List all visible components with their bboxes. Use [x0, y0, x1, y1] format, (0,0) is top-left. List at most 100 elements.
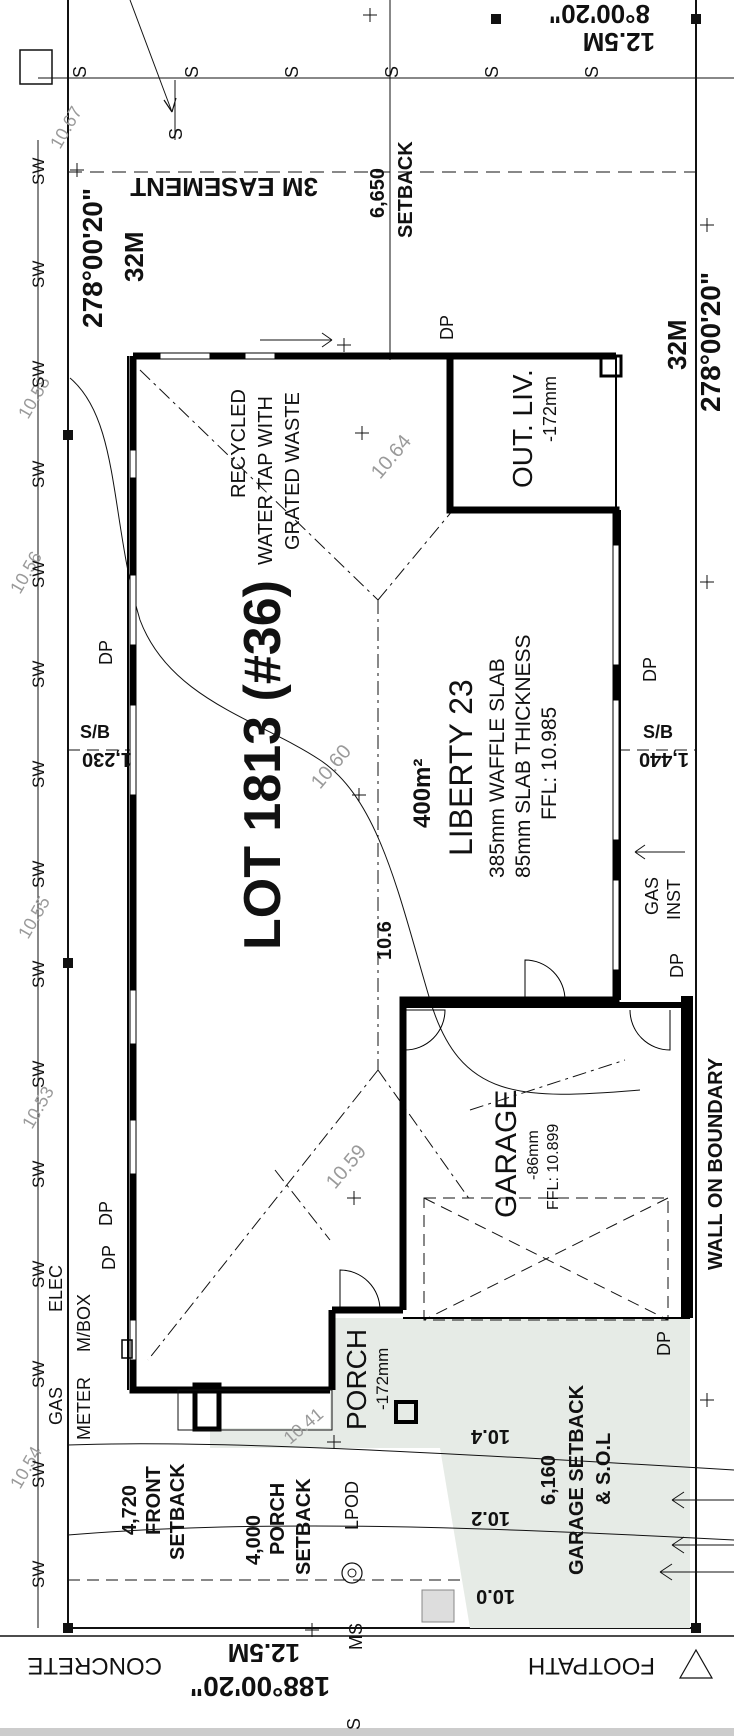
gas-meter-box: [121, 1339, 133, 1359]
rear-setback-label: SETBACK: [395, 141, 417, 238]
contour-line: [67, 1525, 734, 1541]
sewer-marker: S: [182, 66, 202, 78]
out-liv-label: OUT. LIV.: [507, 369, 538, 488]
out-liv-post: [599, 354, 623, 378]
recycled-line-2: WATER TAP WITH: [255, 396, 277, 565]
porch-setback-value: 4,000: [243, 1515, 265, 1565]
sewer-marker: S: [70, 66, 90, 78]
boundary-peg: [491, 14, 501, 24]
contour-label: 10.0: [476, 1585, 515, 1607]
front-setback-value: 4,720: [119, 1485, 141, 1535]
top-length: 12.5M: [583, 27, 655, 57]
roof-lines: [139, 369, 626, 1361]
mbox-label: M/BOX: [74, 1294, 94, 1352]
sewer-line: [19, 0, 734, 360]
right-bearing: 278°00'20": [695, 272, 726, 412]
porch-outline: [177, 1389, 333, 1431]
garage-ffl: FFL: 10.899: [545, 1124, 562, 1210]
concrete-label: CONCRETE: [27, 1652, 162, 1679]
ffl-label: FFL: 10.985: [538, 707, 561, 820]
lot-title: LOT 1813 (#36): [234, 580, 292, 950]
porch-setback-label-2: SETBACK: [293, 1478, 315, 1575]
right-sb-value: 1,440: [639, 748, 689, 770]
contour-label: 10.60: [307, 741, 356, 793]
house-walls: [129, 352, 620, 1394]
contour-label: 10.59: [322, 1141, 371, 1193]
garage-setback-value: 6,160: [538, 1455, 560, 1505]
house-walls-thin: [127, 356, 621, 1390]
boundary-peg: [691, 1623, 701, 1633]
gas-meter-1: GAS: [46, 1387, 66, 1425]
dp-label: DP: [654, 1331, 674, 1356]
sw-marker: SW: [29, 1361, 48, 1388]
sewer-marker: S: [582, 66, 602, 78]
sewer-marker: S: [482, 66, 502, 78]
dp-label: DP: [99, 1245, 119, 1270]
bottom-length: 12.5M: [228, 1638, 300, 1668]
sw-marker: SW: [29, 761, 48, 788]
porch-post: [192, 1382, 222, 1432]
sewer-markers: S S S S S S S S: [70, 66, 602, 1730]
out-liv-level: -172mm: [540, 376, 560, 442]
sewer-marker: S: [166, 128, 186, 140]
dp-label: DP: [96, 640, 116, 665]
sw-marker: SW: [29, 561, 48, 588]
contour-line: [67, 1443, 734, 1471]
lpod-label: LPOD: [342, 1481, 362, 1530]
left-length: 32M: [119, 231, 149, 282]
boundary-peg: [63, 430, 73, 440]
survey-crosses: [70, 8, 714, 1637]
garage-bay: [423, 1197, 669, 1321]
spot-level-left: 10.55: [14, 893, 54, 942]
boundary-peg: [691, 14, 701, 24]
dp-label: DP: [640, 657, 660, 682]
stormwater-markers: SW SW SW SW SW SW SW SW SW SW SW SW SW S…: [29, 158, 48, 1588]
ms-label: MS: [346, 1623, 366, 1650]
slab-line-1: 385mm WAFFLE SLAB: [486, 658, 509, 878]
sw-marker: SW: [29, 1161, 48, 1188]
lpod-marker-inner: [347, 1568, 357, 1578]
gas-inst-2: INST: [664, 879, 684, 920]
garage-boundary-wall: [681, 996, 693, 1318]
spot-level-left: 10.53: [18, 1083, 58, 1132]
right-sb-label: S/B: [643, 722, 673, 742]
contour-label: 10.4: [470, 1425, 510, 1447]
sw-marker: SW: [29, 961, 48, 988]
left-sb-label: S/B: [80, 722, 110, 742]
contour-label: 10.6: [374, 921, 396, 960]
service-arrows: [260, 332, 734, 1581]
garage-level: -86mm: [525, 1130, 542, 1180]
elec-label: ELEC: [46, 1265, 66, 1312]
front-setback-label-2: SETBACK: [167, 1463, 189, 1560]
sw-marker: SW: [29, 861, 48, 888]
right-length: 32M: [662, 319, 692, 370]
garage-setback-label-2: & S.O.L: [593, 1433, 615, 1505]
bottom-bearing: 188°00'20": [190, 1671, 330, 1702]
driveway: [210, 1318, 690, 1628]
porch-label: PORCH: [341, 1329, 372, 1430]
top-bearing: 8°00'20": [549, 0, 650, 29]
boundary-peg: [63, 1623, 73, 1633]
dp-label: DP: [96, 1201, 116, 1226]
lpod-pit: [421, 1589, 455, 1623]
north-arrow-icon: [678, 1648, 714, 1679]
sw-marker: SW: [29, 158, 48, 185]
garage-label: GARAGE: [490, 1090, 523, 1218]
left-sb-value: 1,230: [82, 748, 132, 770]
wall-on-boundary: WALL ON BOUNDARY: [705, 1057, 727, 1270]
slab-line-2: 85mm SLAB THICKNESS: [512, 634, 535, 878]
windows: [129, 352, 620, 1361]
lpod-marker: [341, 1562, 363, 1584]
sw-marker: SW: [29, 1061, 48, 1088]
sewer-marker: S: [344, 1718, 364, 1730]
contour-line: [69, 377, 641, 1095]
porch-post: [394, 1400, 418, 1424]
porch-setback-label-1: PORCH: [267, 1483, 289, 1555]
recycled-line-1: RECYCLED: [228, 389, 250, 498]
page-bottom-bar: [0, 1728, 734, 1736]
lot-area: 400m²: [409, 759, 436, 828]
porch-level: -172mm: [373, 1348, 392, 1410]
sw-marker: SW: [29, 1461, 48, 1488]
sw-marker: SW: [29, 461, 48, 488]
